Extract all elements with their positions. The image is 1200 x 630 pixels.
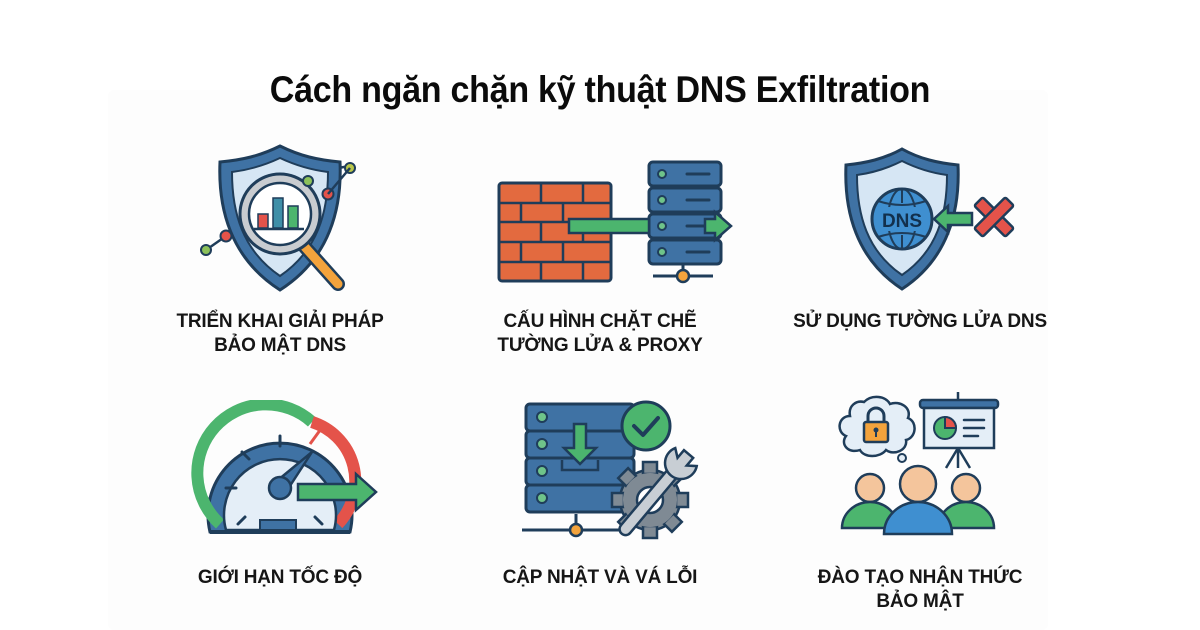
team-training-presentation-icon <box>838 392 1000 536</box>
shield-magnifier-chart-icon <box>200 144 356 292</box>
firewall-server-arrow-icon <box>497 160 733 284</box>
server-update-gear-icon <box>522 400 699 540</box>
item-label-firewall-proxy: CẤU HÌNH CHẶT CHẼ TƯỜNG LỬA & PROXY <box>497 311 703 356</box>
item-label-training: ĐÀO TẠO NHẬN THỨC BẢO MẬT <box>817 567 1023 612</box>
item-label-rate-limit: GIỚI HẠN TỐC ĐỘ <box>197 567 363 588</box>
item-label-dns-security: TRIỂN KHAI GIẢI PHÁP BẢO MẬT DNS <box>176 311 384 356</box>
item-firewall-proxy <box>450 150 750 290</box>
item-dns-security <box>130 138 430 298</box>
item-label-patching: CẬP NHẬT VÀ VÁ LỖI <box>502 567 698 588</box>
item-rate-limit <box>130 400 430 550</box>
item-training <box>770 388 1070 538</box>
item-label-dns-firewall: SỬ DỤNG TƯỜNG LỬA DNS <box>793 311 1047 332</box>
dns-globe-text: DNS <box>882 211 922 232</box>
page-title: Cách ngăn chặn kỹ thuật DNS Exfiltration <box>269 69 931 110</box>
speedometer-arrow-icon <box>191 400 378 534</box>
item-patching <box>450 390 750 540</box>
item-dns-firewall: DNS <box>770 143 1070 293</box>
dns-shield-block-icon: DNS <box>844 147 1015 291</box>
